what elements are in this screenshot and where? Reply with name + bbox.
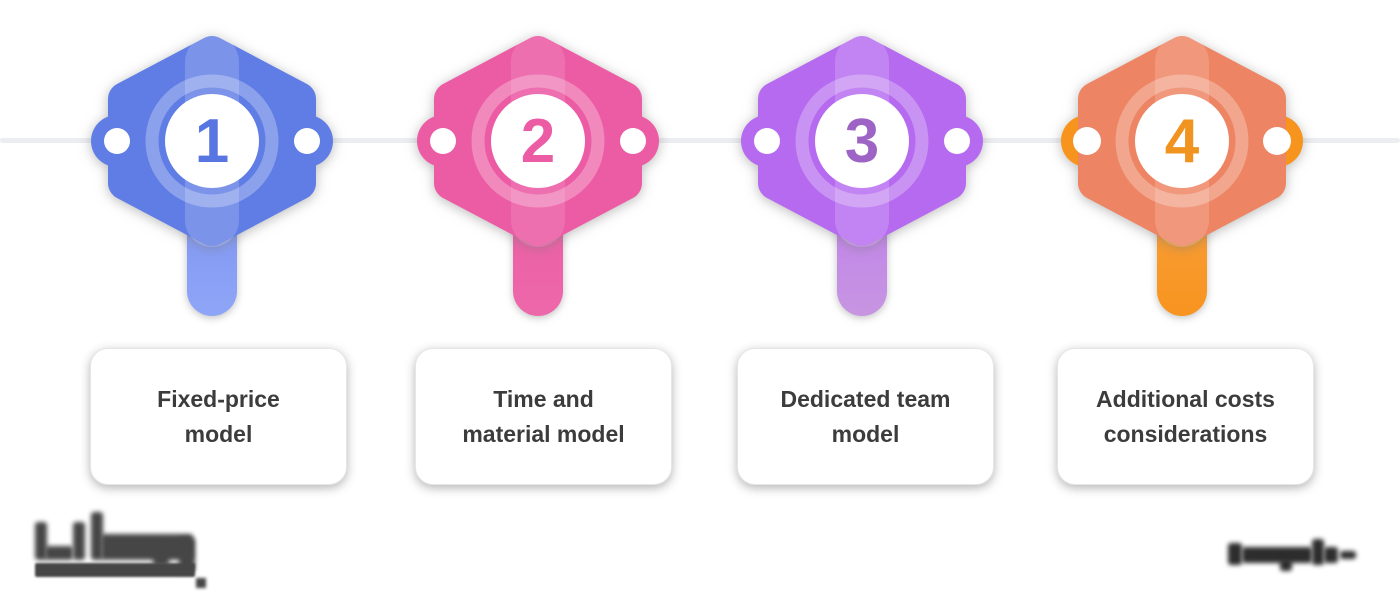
- step-number: 1: [194, 107, 230, 176]
- step-label-card: Fixed-price model: [90, 348, 347, 485]
- step-label-card: Time and material model: [415, 348, 672, 485]
- watermark-blur-shape: [1242, 547, 1312, 563]
- watermark-blur-shape: [1324, 547, 1338, 563]
- timeline-step-4: 4: [1061, 21, 1303, 341]
- step-number: 2: [520, 107, 556, 176]
- timeline-step-2: 2: [417, 21, 659, 341]
- step-number: 4: [1164, 107, 1200, 176]
- timeline-line: [0, 138, 1400, 143]
- step-badge-flower-icon: [1061, 35, 1303, 247]
- watermark-blur-shape: [1340, 551, 1356, 559]
- watermark-blur-shape: [1312, 539, 1324, 565]
- step-label-card: Dedicated team model: [737, 348, 994, 485]
- logo-blur-shape: [91, 512, 103, 560]
- step-number: 3: [844, 107, 880, 176]
- step-label-line1: Time and: [493, 386, 594, 412]
- logo-dot: [196, 578, 206, 588]
- blurred-watermark-text: [1228, 535, 1358, 575]
- step-label: Fixed-price model: [157, 382, 280, 451]
- watermark-blur-shape: [1228, 543, 1242, 565]
- step-label-line1: Additional costs: [1096, 386, 1275, 412]
- step-label: Dedicated team model: [780, 382, 950, 451]
- step-label: Additional costs considerations: [1096, 382, 1275, 451]
- timeline-step-3: 3: [741, 21, 983, 341]
- step-label: Time and material model: [462, 382, 624, 451]
- step-badge-flower-icon: [417, 35, 659, 247]
- step-label-line2: model: [184, 420, 253, 447]
- step-label-line2: material model: [462, 420, 625, 447]
- step-label-line2: considerations: [1103, 420, 1268, 447]
- logo-blur-shape: [101, 534, 193, 560]
- logo-blur-shape: [35, 522, 47, 560]
- logo-blur-shape: [45, 546, 73, 560]
- step-badge-flower-icon: [91, 35, 333, 247]
- watermark-blur-shape: [1280, 559, 1292, 571]
- blurred-company-logo: [35, 512, 215, 597]
- step-label-line2: model: [831, 420, 900, 447]
- timeline-step-1: 1: [91, 21, 333, 341]
- step-label-line1: Fixed-price: [157, 386, 280, 412]
- step-badge-flower-icon: [741, 35, 983, 247]
- step-label-card: Additional costs considerations: [1057, 348, 1314, 485]
- logo-blur-shape: [153, 542, 169, 566]
- step-label-line1: Dedicated team: [780, 386, 951, 412]
- logo-blur-shape: [73, 522, 85, 560]
- logo-underline-bar: [35, 563, 195, 577]
